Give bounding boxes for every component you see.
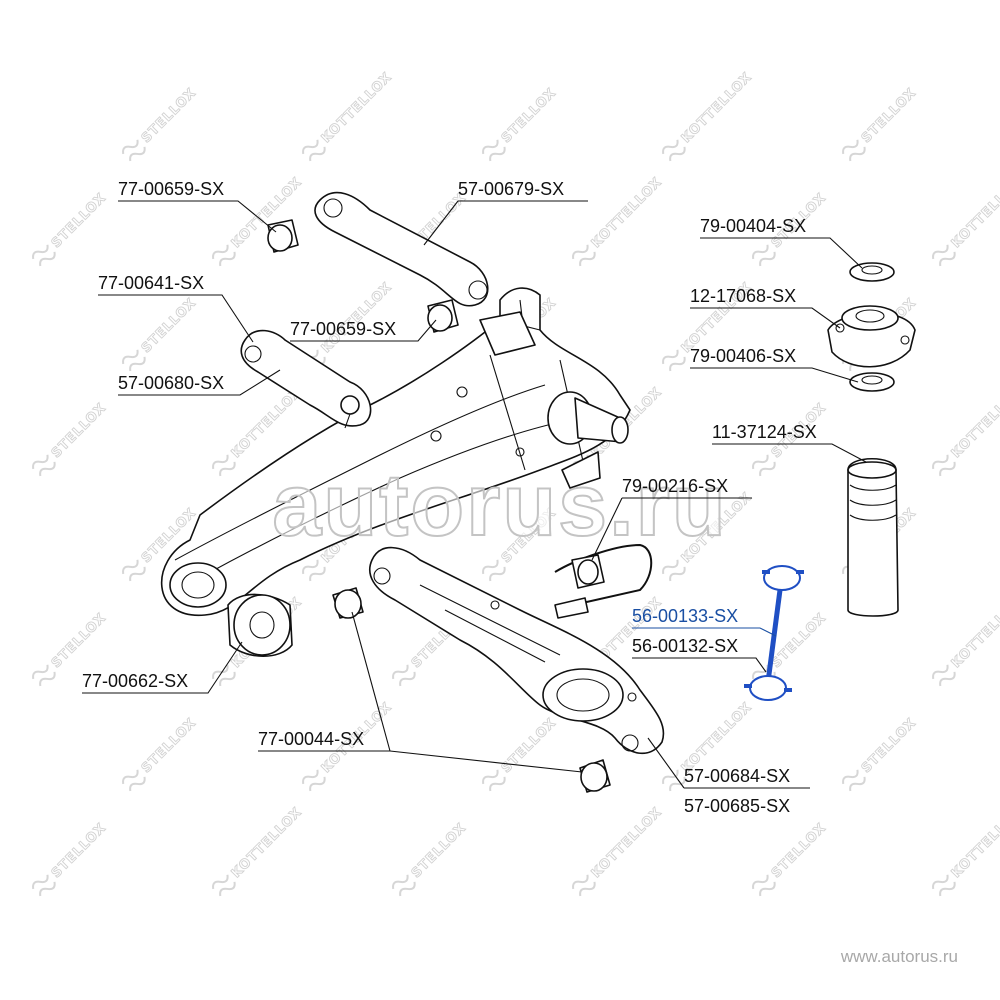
svg-text:STELLOX: STELLOX — [49, 610, 110, 671]
overlay-watermark: autorus.ru — [272, 455, 727, 554]
svg-text:STELLOX: STELLOX — [49, 400, 110, 461]
watermark-stamp: STELLOX — [122, 715, 200, 792]
part-label: 77-00659-SX — [290, 319, 396, 339]
watermark-stamp: STELLOX — [32, 190, 110, 267]
watermark-stamp: KOTTELLOX — [932, 804, 1000, 897]
watermark-stamp: KOTTELLOX — [212, 804, 306, 897]
svg-text:KOTTELLOX: KOTTELLOX — [319, 280, 395, 356]
part-label: 77-00641-SX — [98, 273, 204, 293]
svg-text:STELLOX: STELLOX — [499, 85, 560, 146]
bush-upper-mid — [427, 299, 459, 333]
watermark-stamp: STELLOX — [842, 715, 920, 792]
part-label: 12-17068-SX — [690, 286, 796, 306]
watermark-stamp: STELLOX — [842, 85, 920, 162]
lower-control-arm — [369, 546, 665, 755]
svg-text:KOTTELLOX: KOTTELLOX — [949, 385, 1000, 461]
stabilizer-bar — [554, 543, 653, 619]
strut-upper-seal — [849, 262, 895, 282]
bush-lower-left — [332, 587, 364, 619]
part-label: 11-37124-SX — [712, 422, 817, 442]
bush-lower-right — [579, 759, 611, 793]
bush-upper-left — [267, 219, 299, 253]
svg-text:KOTTELLOX: KOTTELLOX — [949, 805, 1000, 881]
watermark-stamp: KOTTELLOX — [572, 174, 666, 267]
watermark-stamp: STELLOX — [482, 85, 560, 162]
svg-text:STELLOX: STELLOX — [859, 715, 920, 776]
watermark-stamp: STELLOX — [392, 820, 470, 897]
svg-text:STELLOX: STELLOX — [409, 820, 470, 881]
bump-stop-boot — [847, 458, 899, 617]
watermark-stamp: KOTTELLOX — [302, 69, 396, 162]
svg-text:STELLOX: STELLOX — [499, 715, 560, 776]
callouts: 77-00659-SX 57-00679-SX 77-00641-SX 77-0… — [82, 179, 867, 816]
strut-mount — [827, 305, 916, 368]
svg-text:STELLOX: STELLOX — [49, 190, 110, 251]
svg-text:STELLOX: STELLOX — [769, 820, 830, 881]
watermark-stamp: STELLOX — [122, 85, 200, 162]
part-label: 57-00680-SX — [118, 373, 224, 393]
rear-subframe — [160, 287, 631, 616]
part-label: 79-00406-SX — [690, 346, 796, 366]
svg-text:STELLOX: STELLOX — [139, 715, 200, 776]
svg-text:KOTTELLOX: KOTTELLOX — [589, 175, 665, 251]
part-label: 79-00404-SX — [700, 216, 806, 236]
upper-control-arm — [314, 191, 489, 307]
svg-text:KOTTELLOX: KOTTELLOX — [319, 70, 395, 146]
part-label: 56-00132-SX — [632, 636, 738, 656]
watermark-stamp: STELLOX — [32, 400, 110, 477]
footer-watermark: www.autorus.ru — [840, 947, 958, 966]
wheel-hub-stub — [547, 391, 629, 445]
watermark-stamp: KOTTELLOX — [932, 174, 1000, 267]
svg-text:KOTTELLOX: KOTTELLOX — [949, 175, 1000, 251]
large-bush — [227, 593, 293, 657]
svg-text:KOTTELLOX: KOTTELLOX — [679, 700, 755, 776]
watermark-stamp: STELLOX — [122, 295, 200, 372]
part-label: 77-00044-SX — [258, 729, 364, 749]
part-label: 77-00662-SX — [82, 671, 188, 691]
svg-text:KOTTELLOX: KOTTELLOX — [679, 70, 755, 146]
svg-text:STELLOX: STELLOX — [139, 295, 200, 356]
stabilizer-link-highlighted — [744, 565, 804, 701]
part-label: 79-00216-SX — [622, 476, 728, 496]
watermark-stamp: KOTTELLOX — [572, 804, 666, 897]
part-label: 77-00659-SX — [118, 179, 224, 199]
svg-text:KOTTELLOX: KOTTELLOX — [949, 595, 1000, 671]
watermark-stamp: KOTTELLOX — [662, 69, 756, 162]
watermark-stamp: STELLOX — [482, 715, 560, 792]
watermark-stamp: STELLOX — [32, 820, 110, 897]
part-label: 57-00679-SX — [458, 179, 564, 199]
svg-text:KOTTELLOX: KOTTELLOX — [229, 805, 305, 881]
watermark-stamp: STELLOX — [752, 820, 830, 897]
svg-text:STELLOX: STELLOX — [859, 85, 920, 146]
watermark-stamp: KOTTELLOX — [932, 594, 1000, 687]
part-label: 57-00685-SX — [684, 796, 790, 816]
svg-text:STELLOX: STELLOX — [49, 820, 110, 881]
lateral-link — [240, 329, 372, 429]
watermark-stamp: KOTTELLOX — [932, 384, 1000, 477]
svg-text:STELLOX: STELLOX — [139, 85, 200, 146]
strut-lower-seal — [849, 372, 895, 392]
part-label: 57-00684-SX — [684, 766, 790, 786]
part-label-highlighted: 56-00133-SX — [632, 606, 738, 626]
svg-text:KOTTELLOX: KOTTELLOX — [589, 805, 665, 881]
